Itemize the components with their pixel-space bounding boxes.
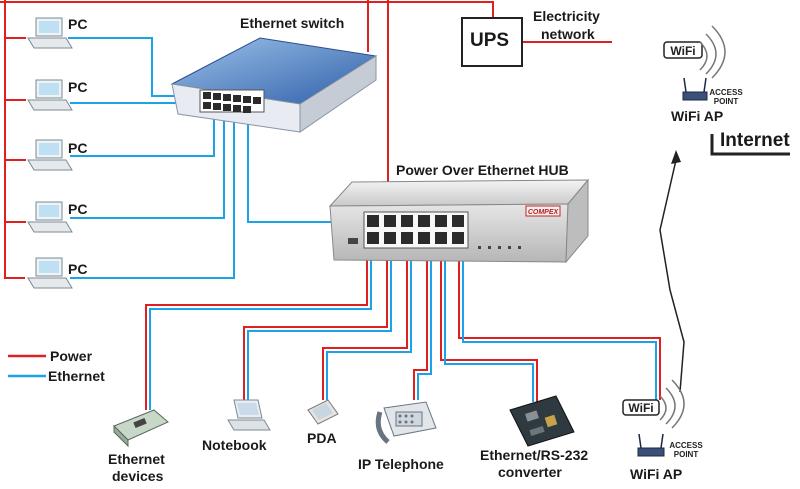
legend-ethernet-label: Ethernet	[48, 368, 105, 384]
hub-ports	[363, 211, 469, 249]
access-point-line1: ACCESS	[669, 441, 703, 450]
hub-side-port	[348, 238, 358, 244]
notebook-label: Notebook	[202, 437, 267, 453]
hub-leds	[478, 246, 521, 249]
eth-pc3	[70, 110, 215, 157]
router-icon	[682, 77, 708, 101]
ethernet-devices-icon	[113, 409, 169, 448]
ethernet-switch-device	[170, 37, 378, 133]
converter-line2: converter	[498, 464, 562, 480]
ups-label: UPS	[470, 30, 510, 51]
electricity-line1: Electricity	[533, 8, 600, 24]
switch-ports	[199, 89, 265, 113]
wifi-badge-text: WiFi	[628, 401, 653, 415]
access-point-line1: ACCESS	[709, 88, 743, 97]
ethernet-devices-line2: devices	[112, 468, 164, 484]
notebook-icon	[227, 399, 271, 431]
legend-power-label: Power	[50, 348, 93, 364]
eth-dev-conv	[444, 246, 534, 402]
wifi-ap-bottom: WiFi ACCESS POINT	[622, 379, 703, 459]
ups-box	[461, 17, 523, 67]
access-point-line2: POINT	[714, 97, 739, 106]
eth-switch-hub	[247, 112, 368, 223]
eth-dev-eth	[149, 246, 372, 410]
wifi-ap-top: WiFi ACCESS POINT	[663, 25, 743, 106]
ethernet-switch-label: Ethernet switch	[240, 15, 345, 31]
wifi-badge	[663, 41, 703, 59]
pc-label: PC	[68, 16, 88, 32]
wifi-waves-icon	[659, 379, 685, 429]
eth-pc4	[70, 112, 225, 219]
pc-column	[27, 17, 73, 289]
ethernet-lines	[68, 37, 657, 410]
wifi-ap-bottom-label: WiFi AP	[630, 466, 683, 482]
eth-dev-pda	[326, 246, 412, 400]
pc-label: PC	[68, 140, 88, 156]
converter-board-icon	[509, 395, 575, 447]
power-dev-tel	[413, 246, 428, 400]
pc-label: PC	[68, 201, 88, 217]
power-ups	[0, 1, 494, 18]
ip-telephone-label: IP Telephone	[358, 456, 444, 472]
ethernet-devices-line1: Ethernet	[108, 451, 165, 467]
eth-dev-nb	[247, 246, 392, 408]
eth-pc5	[70, 114, 235, 279]
wifi-ap-top-label: WiFi AP	[671, 108, 724, 124]
power-dev-eth	[145, 246, 368, 410]
pc-icon	[27, 139, 73, 171]
router-icon	[637, 433, 665, 457]
pda-label: PDA	[307, 430, 337, 446]
pc-icon	[27, 79, 73, 111]
hub-brand-text: COMPEX	[528, 209, 560, 216]
power-dev-conv	[440, 246, 538, 402]
access-point-line2: POINT	[674, 450, 699, 459]
electricity-line2: network	[541, 26, 595, 42]
eth-dev-wifi	[462, 246, 657, 400]
converter-line1: Ethernet/RS-232	[480, 447, 589, 463]
power-lines	[0, 0, 661, 410]
pc-icon	[27, 257, 73, 289]
ip-telephone-icon	[375, 401, 437, 444]
wifi-badge	[622, 399, 660, 416]
pc-icon	[27, 201, 73, 233]
pc-icon	[27, 17, 73, 49]
wifi-badge-text: WiFi	[670, 44, 695, 58]
power-dev-pda	[322, 246, 408, 400]
poe-hub-label: Power Over Ethernet HUB	[396, 162, 569, 178]
pda-icon	[307, 399, 339, 425]
wifi-waves-icon	[699, 25, 726, 79]
pc-label: PC	[68, 79, 88, 95]
power-dev-nb	[243, 246, 388, 408]
internet-underline	[710, 134, 790, 156]
hub-brand-plate	[525, 205, 561, 217]
power-bus-left	[4, 0, 25, 279]
eth-dev-tel	[417, 246, 432, 400]
uplink-arrow	[659, 150, 685, 393]
power-dev-wifi	[458, 246, 661, 400]
poe-hub-device: COMPEX	[328, 178, 590, 264]
internet-label: Internet	[720, 130, 790, 151]
pc-label: PC	[68, 261, 88, 277]
